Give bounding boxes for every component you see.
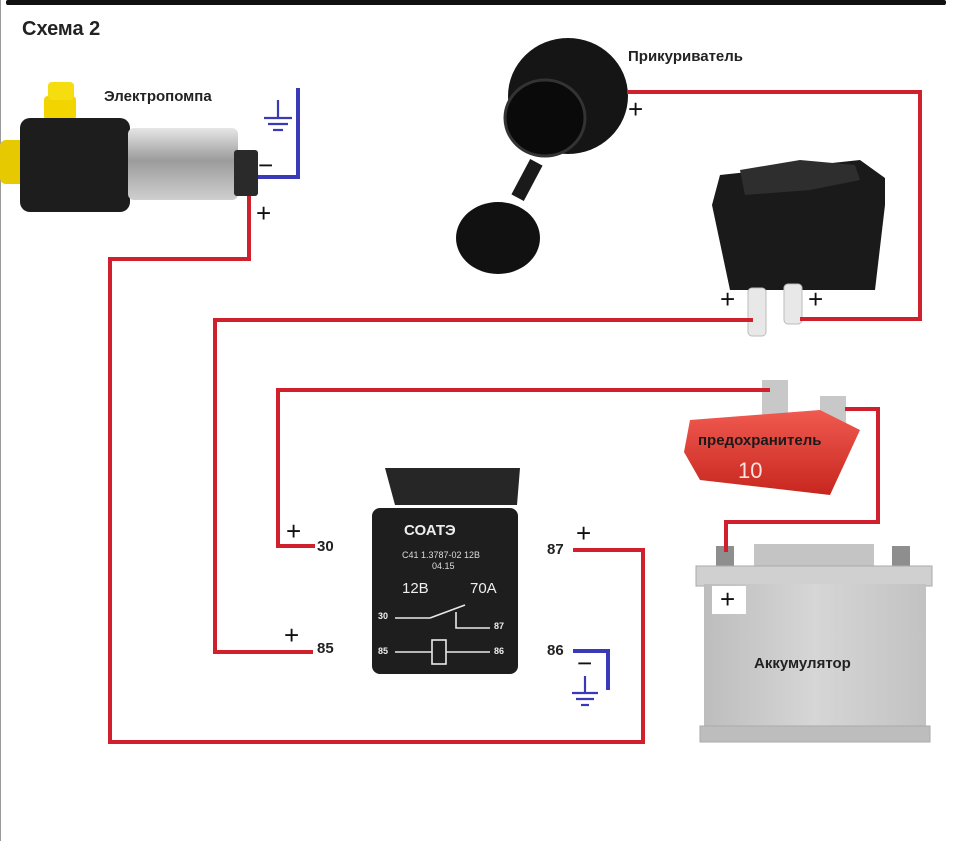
- lighter-plus-sign: +: [628, 94, 644, 124]
- fuse-label: предохранитель: [698, 432, 822, 449]
- battery-plus-sign: +: [720, 584, 736, 614]
- lighter-cap: [456, 202, 540, 274]
- fuse-rating: 10: [738, 458, 763, 483]
- relay-brand: СОАТЭ: [404, 522, 456, 539]
- wire-relay-86-ground: [573, 649, 610, 690]
- switch-terminal-left: [747, 287, 767, 337]
- pump-plus-sign: +: [256, 198, 272, 228]
- switch-right-plus-sign: +: [808, 284, 824, 314]
- pump-yellow-cap-top: [44, 96, 76, 120]
- wire-pump-ground: [258, 88, 300, 179]
- pin-30-plus-sign: +: [286, 516, 302, 546]
- switch-left-plus-sign: +: [720, 284, 736, 314]
- pump-minus-sign: −: [258, 150, 274, 180]
- electric-pump: [0, 82, 258, 212]
- relay-bracket: [385, 468, 520, 505]
- pin-86-minus-sign: −: [577, 648, 593, 678]
- pin-30-label: 30: [317, 538, 334, 555]
- ground-symbol-relay: [572, 676, 598, 707]
- wire-fuse-to-battery: [724, 407, 880, 552]
- ground-symbol-pump: [264, 100, 292, 132]
- pump-motor: [128, 128, 238, 200]
- diagram-title: Схема 2: [22, 18, 101, 40]
- pin-87-plus-sign: +: [576, 518, 592, 548]
- pump-yellow-cap-side: [0, 140, 26, 184]
- relay-body: [372, 508, 518, 674]
- battery-plus-tag: [712, 586, 746, 614]
- pin-85-label: 85: [317, 640, 334, 657]
- pin-86-label: 86: [547, 642, 564, 659]
- wire-fuse-to-relay-30: [276, 388, 770, 548]
- pin-85-plus-sign: +: [284, 620, 300, 650]
- relay-face-pin-30: 30: [378, 611, 389, 621]
- relay-date: 04.15: [432, 561, 455, 571]
- pin-87-label: 87: [547, 541, 564, 558]
- pump-connector: [234, 150, 258, 196]
- wire-pump-positive-to-relay-87: [108, 196, 645, 744]
- relay-model: С41 1.3787-02 12В: [402, 550, 481, 560]
- left-edge-line: [0, 0, 1, 841]
- pump-body: [20, 118, 130, 212]
- battery: [695, 544, 933, 743]
- relay-face-pin-85: 85: [378, 646, 389, 656]
- top-bar: [6, 0, 946, 5]
- cigarette-lighter-socket: [456, 38, 628, 274]
- switch-terminal-right: [783, 283, 803, 325]
- battery-label: Аккумулятор: [754, 655, 851, 672]
- blade-fuse: [684, 380, 860, 495]
- lighter-label: Прикуриватель: [628, 48, 744, 65]
- relay-face-pin-86: 86: [494, 646, 505, 656]
- pump-label: Электропомпа: [104, 88, 212, 105]
- relay-voltage: 12В: [402, 580, 429, 597]
- wire-switch-to-lighter: [627, 90, 922, 321]
- relay: [372, 468, 520, 674]
- relay-face-pin-87: 87: [494, 621, 505, 631]
- rocker-switch: [712, 160, 885, 337]
- wire-switch-to-relay-85: [213, 318, 753, 654]
- relay-current: 70А: [470, 580, 497, 597]
